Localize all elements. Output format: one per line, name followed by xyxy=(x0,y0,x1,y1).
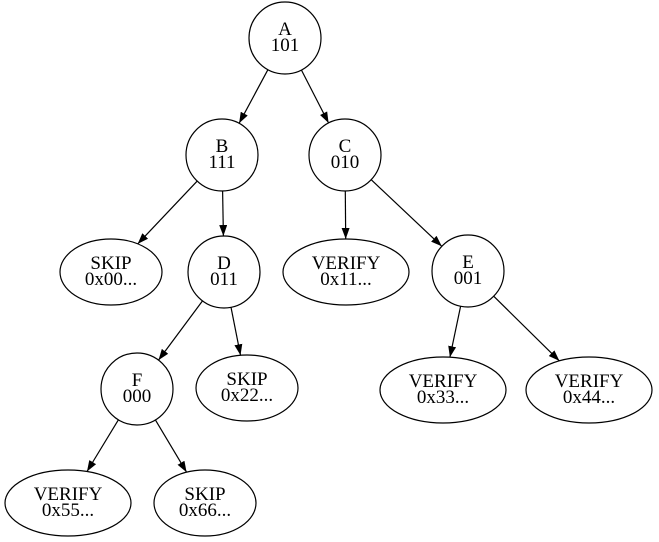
tree-node-SKIP66: SKIP0x66... xyxy=(153,469,257,537)
edge-B-SKIP00 xyxy=(137,180,198,245)
node-label-line2: 000 xyxy=(123,386,152,407)
edge-F-SKIP66 xyxy=(154,419,188,473)
node-shape-ellipse xyxy=(59,238,163,306)
edge-E-VERIFY33 xyxy=(448,306,462,358)
node-shape-ellipse xyxy=(525,356,653,424)
edges-layer xyxy=(86,69,560,473)
node-shape-ellipse xyxy=(153,469,257,537)
node-label-line1: VERIFY xyxy=(312,253,381,274)
tree-node-SKIP22: SKIP0x22... xyxy=(195,354,299,422)
node-label-line2: 0x33... xyxy=(417,387,469,408)
tree-node-VERIFY55: VERIFY0x55... xyxy=(4,469,132,537)
node-shape-circle xyxy=(248,1,322,75)
node-label-line2: 0x44... xyxy=(563,387,615,408)
node-label-line1: SKIP xyxy=(184,484,225,505)
node-label-line2: 0x11... xyxy=(320,269,372,290)
tree-node-SKIP00: SKIP0x00... xyxy=(59,238,163,306)
edge-A-C xyxy=(300,69,330,124)
tree-node-VERIFY33: VERIFY0x33... xyxy=(379,356,507,424)
node-shape-ellipse xyxy=(4,469,132,537)
node-label-line2: 0x00... xyxy=(85,269,137,290)
edge-B-D xyxy=(219,190,228,237)
node-label-line1: SKIP xyxy=(226,369,267,390)
node-label-line2: 0x55... xyxy=(42,500,94,521)
node-shape-circle xyxy=(431,234,505,308)
tree-node-VERIFY44: VERIFY0x44... xyxy=(525,356,653,424)
node-label-line2: 0x22... xyxy=(221,385,273,406)
node-label-line1: VERIFY xyxy=(34,484,103,505)
node-label-line1: SKIP xyxy=(90,253,131,274)
edge-F-VERIFY55 xyxy=(86,419,119,472)
node-label-line2: 111 xyxy=(208,152,235,173)
tree-node-VERIFY11: VERIFY0x11... xyxy=(282,238,410,306)
node-label-line1: E xyxy=(462,252,474,273)
node-label-line1: B xyxy=(216,136,229,157)
node-shape-circle xyxy=(308,118,382,192)
node-shape-ellipse xyxy=(282,238,410,306)
node-label-line1: F xyxy=(132,370,143,391)
node-label-line1: VERIFY xyxy=(555,371,624,392)
node-label-line1: C xyxy=(339,136,352,157)
node-shape-ellipse xyxy=(195,354,299,422)
node-label-line2: 010 xyxy=(331,152,360,173)
node-label-line2: 101 xyxy=(271,35,300,56)
edge-C-E xyxy=(370,179,443,247)
node-label-line1: A xyxy=(278,19,292,40)
node-shape-ellipse xyxy=(379,356,507,424)
node-shape-circle xyxy=(185,118,259,192)
node-label-line2: 001 xyxy=(454,268,483,289)
node-label-line1: D xyxy=(217,253,231,274)
nodes-layer: A101B111C010SKIP0x00...D011VERIFY0x11...… xyxy=(4,1,653,537)
edge-A-B xyxy=(238,69,269,124)
edge-E-VERIFY44 xyxy=(493,295,560,362)
node-shape-circle xyxy=(100,352,174,426)
node-label-line2: 0x66... xyxy=(179,500,231,521)
node-label-line1: VERIFY xyxy=(409,371,478,392)
node-label-line2: 011 xyxy=(210,269,238,290)
edge-D-SKIP22 xyxy=(230,307,243,356)
edge-D-F xyxy=(158,300,203,361)
node-shape-circle xyxy=(187,235,261,309)
